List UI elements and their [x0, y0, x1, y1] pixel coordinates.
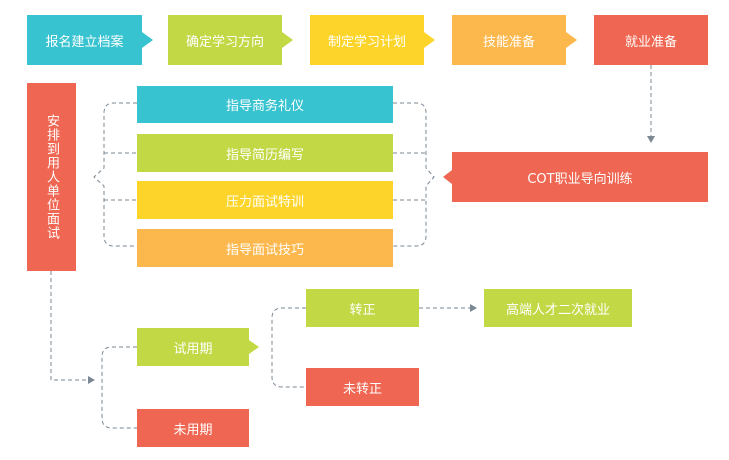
training-resume-writing: 指导简历编写 — [137, 134, 393, 172]
step1-pointer — [142, 32, 153, 48]
arrange-interview-label: 安排到用人单位面试 — [44, 114, 59, 240]
step-skill-prep: 技能准备 — [452, 15, 566, 65]
regular-branch-bracket — [271, 307, 306, 388]
not-regular-box: 未转正 — [306, 368, 419, 406]
regular-box: 转正 — [306, 289, 419, 327]
step-employment-prep: 就业准备 — [594, 15, 708, 65]
step-study-plan: 制定学习计划 — [310, 15, 424, 65]
training-interview-skills: 指导面试技巧 — [137, 229, 393, 267]
trial-pointer — [249, 340, 259, 354]
interview-to-branch-connector — [50, 271, 95, 384]
step4-pointer — [566, 32, 577, 48]
training-business-etiquette: 指导商务礼仪 — [137, 86, 393, 123]
trial-branch-bracket — [101, 346, 137, 429]
cot-pointer — [443, 170, 452, 184]
left-brace — [93, 102, 137, 247]
step3-pointer — [424, 32, 435, 48]
cot-training-box: COT职业导向训练 — [452, 152, 708, 202]
right-brace — [393, 102, 435, 247]
no-trial-period-box: 未用期 — [137, 409, 249, 447]
trial-period-box: 试用期 — [137, 328, 249, 366]
arrange-interview-box: 安排到用人单位面试 — [27, 83, 76, 271]
step2-pointer — [282, 32, 293, 48]
step-learning-direction: 确定学习方向 — [168, 15, 282, 65]
training-pressure-interview: 压力面试特训 — [137, 181, 393, 219]
high-end-employment-box: 高端人才二次就业 — [484, 289, 632, 327]
step-register-archive: 报名建立档案 — [27, 15, 142, 65]
